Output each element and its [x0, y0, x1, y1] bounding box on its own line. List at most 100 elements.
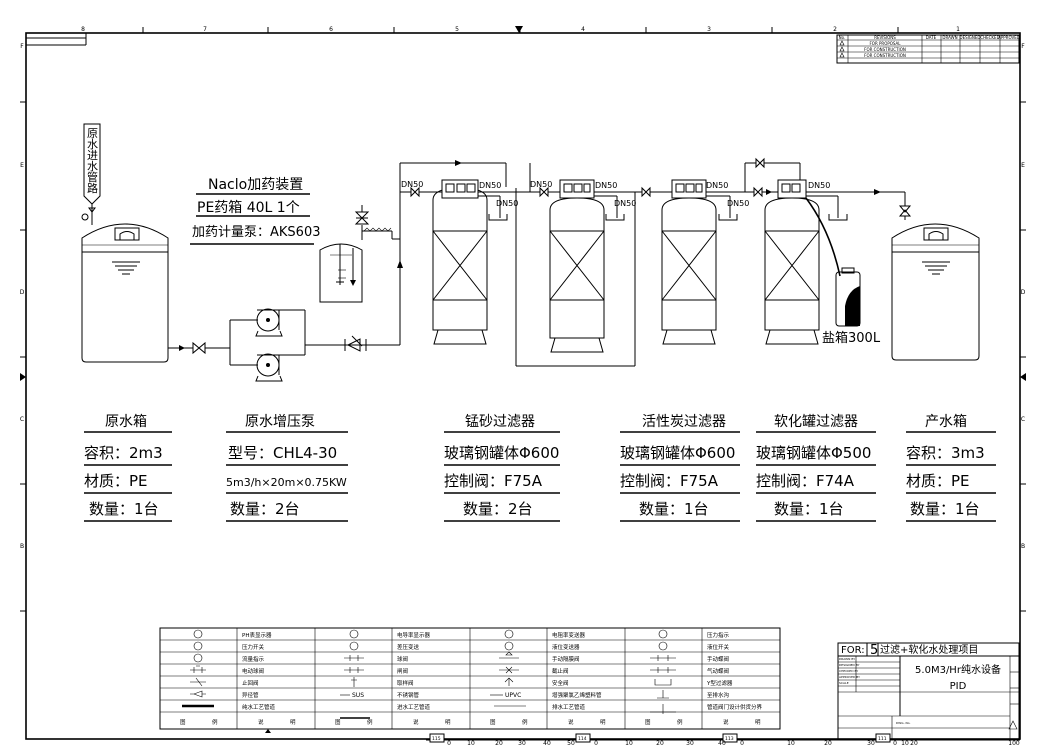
legend-footer: 明	[290, 719, 296, 726]
spec-line: 数量：1台	[639, 500, 709, 518]
title-block-field: SCALE	[839, 681, 849, 685]
pipe-size-label: DN50	[808, 181, 830, 190]
ruler-tick: 10	[787, 740, 795, 747]
spec-line: 数量：2台	[463, 500, 533, 518]
dwg-no-label: DWG. No.	[896, 721, 911, 725]
ruler-tick: 30	[686, 740, 694, 747]
revision-header: APPROVED	[998, 35, 1020, 40]
spec-line: 数量：2台	[230, 500, 300, 518]
brine-line	[805, 197, 841, 277]
drawing-description: 5.0M3/Hr纯水设备	[915, 663, 1001, 676]
spec-title: 原水箱	[105, 414, 147, 430]
level-switch-icon	[658, 641, 668, 651]
legend-text: 至排水沟	[707, 691, 730, 699]
butterfly-valve-icon	[410, 186, 420, 198]
revision-row: FOR CONSTRUCTION	[864, 47, 906, 52]
legend-footer: 图	[180, 718, 186, 726]
conductivity-meter-icon	[349, 629, 359, 639]
spec-line: 容积：2m3	[84, 444, 163, 462]
to-drain-icon	[657, 690, 669, 699]
row-label: F	[1021, 43, 1025, 50]
motor-ball-valve-icon	[190, 665, 206, 673]
dosing-pump-label: 加药计量泵：AKS603	[192, 225, 320, 240]
raw-water-tank	[81, 223, 169, 363]
ruler-tick: 0	[893, 740, 897, 747]
inlet-char: 管	[87, 170, 98, 184]
spec-line: 控制阀：F74A	[756, 472, 855, 490]
title-block-field: DRAWN BY	[839, 657, 855, 661]
row-label: B	[1021, 543, 1025, 550]
ruler-tick: 20	[910, 740, 918, 747]
col-label: 7	[203, 26, 207, 33]
spec-product-water-tank: 产水箱 容积：3m3 材质：PE 数量：1台	[906, 414, 996, 522]
main-header-pipe: DN50	[400, 160, 507, 198]
dosing-tank-icon	[319, 243, 363, 303]
spec-line: 数量：1台	[910, 500, 980, 518]
revision-triangle-icon	[839, 52, 845, 58]
inlet-char: 水	[87, 138, 98, 151]
legend-text: 取样阀	[397, 679, 414, 687]
border-column-labels: 8 7 6 5 4 3 2 1	[81, 26, 960, 33]
inlet-char: 路	[87, 182, 98, 195]
border-row-labels: F E D C B F E D C B	[20, 43, 1026, 550]
pipe-size-label: DN50	[614, 199, 636, 208]
revision-row: FOR CONSTRUCTION	[864, 53, 906, 58]
revision-header: No.	[839, 35, 846, 40]
spec-title: 活性炭过滤器	[642, 414, 726, 430]
drawing-frame	[20, 26, 1026, 740]
row-label: C	[1021, 416, 1025, 423]
legend-footer: 图	[335, 718, 341, 726]
diaphragm-valve-icon	[499, 651, 519, 659]
revision-header: DRAWN	[942, 35, 957, 40]
legend-text: 闸阀	[397, 667, 408, 675]
manganese-filter-vessel: DN50 DN50	[432, 179, 530, 345]
revision-header: DESIGNED	[959, 35, 980, 40]
spec-line: 5m3/h×20m×0.75KW	[226, 476, 347, 489]
control-valve-icon	[441, 179, 479, 199]
dosing-title: Naclo加药装置	[208, 177, 303, 193]
scale-ruler: 115 114 113 111 0 10 20 30 40 50 0 10 20…	[426, 733, 1020, 747]
ruler-tag: 113	[725, 736, 734, 742]
bottom-centre-mark	[265, 729, 271, 733]
spec-manganese-filter: 锰砂过滤器 玻璃钢罐体Φ600 控制阀：F75A 数量：2台	[444, 414, 560, 522]
pneumatic-butterfly-valve-icon	[650, 667, 676, 673]
ruler-tick: 10	[467, 740, 475, 747]
row-label: E	[1021, 162, 1025, 169]
ruler-tick: 30	[518, 740, 526, 747]
project-number: 5	[870, 643, 878, 658]
legend-text: 截止阀	[552, 667, 569, 675]
ruler-tick: 30	[867, 740, 875, 747]
spec-title: 原水增压泵	[245, 414, 315, 430]
manganese-filter-vessel-2: DN50 DN50 DN50	[529, 163, 636, 353]
title-block: FOR: 5 过滤+软化水处理项目 DRAWN BY DESIGNED BY C…	[837, 642, 1020, 740]
activated-carbon-filter-vessel: DN50 DN50	[661, 179, 749, 345]
manual-butterfly-valve-icon	[650, 655, 676, 661]
spec-line: 数量：1台	[89, 500, 159, 518]
row-label: C	[20, 416, 24, 423]
inlet-valve-icon	[81, 213, 89, 221]
spec-booster-pump: 原水增压泵 型号：CHL4-30 5m3/h×20m×0.75KW 数量：2台	[226, 414, 348, 522]
legend-footer: 例	[212, 718, 218, 726]
legend-footer: 例	[367, 718, 373, 726]
legend-footer: 明	[755, 719, 761, 726]
pipe-size-label: DN50	[479, 181, 501, 190]
legend-footer: 图	[490, 718, 496, 726]
spec-title: 软化罐过滤器	[774, 414, 858, 430]
legend-footer: 例	[522, 718, 528, 726]
legend-text: 电阻率变送器	[552, 631, 586, 639]
legend-text: PH表显示器	[242, 631, 272, 639]
ruler-tick: 50	[567, 740, 575, 747]
legend-footer: 说	[258, 718, 264, 726]
raw-water-inlet-label: 原 水 进 水 管 路	[87, 127, 102, 195]
softener-vessel: DN50	[744, 157, 905, 345]
for-label: FOR:	[841, 645, 865, 656]
legend-text: 纯水工艺管道	[242, 703, 276, 711]
control-valve-icon	[559, 179, 595, 199]
pipe-size-label: DN50	[727, 199, 749, 208]
row-label: B	[20, 543, 24, 550]
ruler-tick: 20	[656, 740, 664, 747]
ruler-tag: 115	[432, 736, 441, 742]
legend-footer: 说	[723, 718, 729, 726]
spec-line: 数量：1台	[774, 500, 844, 518]
legend-text: 电动球阀	[242, 667, 264, 675]
